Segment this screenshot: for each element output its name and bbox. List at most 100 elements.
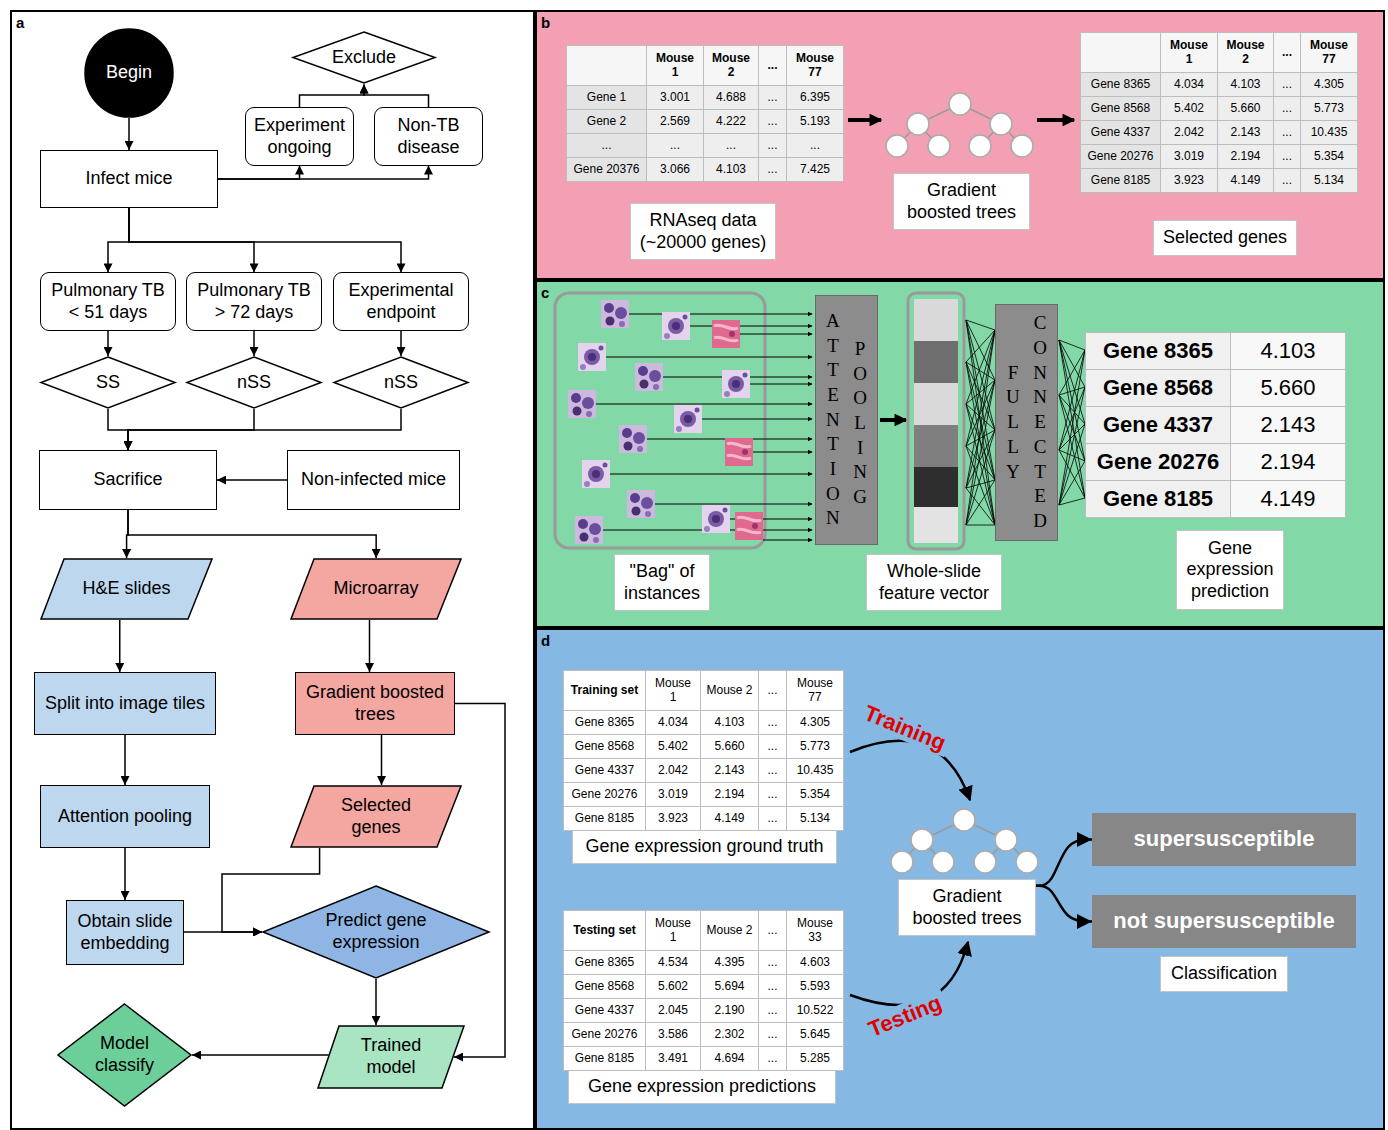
table-cell: 5.354: [1300, 144, 1358, 169]
tree-node: [932, 851, 954, 873]
panel-letter-holder: c: [541, 284, 549, 302]
panel-letter: a: [16, 14, 24, 32]
image-tile: [712, 320, 740, 348]
image-tiles: [568, 300, 763, 544]
text-holder: supersusceptible: [1093, 814, 1355, 865]
node-text: Experiment ongoing: [253, 115, 347, 158]
flow-connector: [218, 166, 300, 179]
tree-node: [1011, 135, 1033, 157]
node-text: Classification: [1167, 963, 1281, 985]
table-cell: 5.694: [700, 974, 759, 999]
table-cell: 5.402: [645, 734, 701, 759]
vertical-text: POOLING: [852, 337, 869, 510]
node-text: Gene expression predictions: [575, 1076, 829, 1098]
parallelogram-shape: [291, 786, 461, 847]
tree-node: [907, 113, 929, 135]
table-cell: Gene 1: [566, 85, 647, 110]
tile-arrows: [596, 314, 812, 540]
text-holder: Experiment ongoing: [246, 108, 353, 164]
text-block: Split into image tiles: [42, 693, 209, 715]
text-block: Experiment ongoing: [253, 115, 347, 158]
table-cell: ...: [758, 974, 787, 999]
flow-connector: [124, 735, 126, 785]
data-parallelogram: Microarray: [290, 558, 462, 620]
text-block: Pulmonary TB > 72 days: [194, 280, 315, 323]
text-block: Predict gene expression: [311, 910, 441, 953]
table-cell: 2.194: [700, 782, 759, 807]
text-block: Model classify: [83, 1033, 167, 1076]
tree-node: [911, 829, 933, 851]
text-holder: Gradient boosted trees: [894, 174, 1029, 229]
table-cell: ...: [758, 157, 787, 182]
node-text: Gradient boosted trees: [900, 180, 1023, 223]
text-block: Whole-slide feature vector: [873, 561, 995, 604]
text-holder: Gene expression prediction: [1177, 531, 1283, 609]
table-cell: ...: [1273, 144, 1301, 169]
flow-arrow: [1037, 118, 1074, 122]
table-cell: 5.773: [1300, 96, 1358, 121]
flow-arrow: [880, 418, 906, 422]
table-cell: 4.103: [1230, 332, 1346, 370]
table-cell: 5.660: [1217, 96, 1274, 121]
table-cell: Gene 4337: [563, 998, 646, 1023]
table-cell: 3.066: [646, 157, 704, 182]
caption-box: Selected genes: [1153, 220, 1297, 256]
image-tile: [725, 438, 753, 466]
table-cell: 3.923: [1160, 168, 1218, 193]
start-circle: Begin: [84, 28, 174, 118]
vector-outline: [908, 293, 964, 549]
caption-box: Gradient boosted trees: [893, 173, 1030, 230]
tree-node: [995, 829, 1017, 851]
caption-box: RNAseq data (~20000 genes): [630, 203, 776, 260]
table-cell: 2.302: [700, 1022, 759, 1047]
table-cell: ...: [758, 950, 787, 975]
image-tile: [662, 312, 690, 340]
node-text: Model classify: [83, 1033, 167, 1076]
table-cell: Gene 4337: [1080, 120, 1161, 145]
node-text: Attention pooling: [48, 806, 203, 828]
image-tile: [702, 505, 730, 533]
text-block: Non-infected mice: [295, 469, 453, 491]
table-cell: Gene 8365: [563, 950, 646, 975]
panel-letter-holder: d: [541, 632, 550, 650]
flow-connector: [217, 479, 287, 481]
table-cell: 2.143: [1230, 406, 1346, 444]
text-holder: Predict gene expression: [262, 885, 490, 979]
tile-arrow: [740, 334, 812, 335]
panel-letter: d: [541, 632, 550, 650]
image-tile: [578, 343, 606, 371]
class-box: not supersusceptible: [1092, 895, 1356, 948]
node-text: Split into image tiles: [42, 693, 209, 715]
node-text: Infect mice: [48, 168, 211, 190]
text-holder: Model classify: [57, 1003, 192, 1107]
flow-connector: [364, 85, 429, 108]
table-cell: Gene 8568: [563, 974, 646, 999]
figure-panel: BeginExcludeExperiment ongoingNon-TB dis…: [10, 10, 535, 1130]
text-holder: Attention pooling: [41, 786, 209, 847]
node-text: Gradient boosted trees: [303, 682, 448, 725]
table-cell: 3.019: [1160, 144, 1218, 169]
flow-connector: [128, 409, 401, 450]
table-cell: Gene 4337: [563, 758, 646, 783]
flow-connector: [1036, 886, 1092, 922]
table-cell: 5.193: [786, 109, 844, 134]
flow-connector: [119, 620, 121, 672]
flow-connector: [192, 1054, 329, 1056]
text-holder: nSS: [333, 356, 469, 409]
image-tile: [601, 300, 629, 328]
decision-diamond: Predict gene expression: [262, 885, 490, 979]
table-cell: ...: [646, 133, 704, 158]
tile-arrow: [750, 384, 812, 385]
table-cell: 4.694: [700, 1046, 759, 1071]
rounded-box: Experiment ongoing: [245, 107, 354, 165]
table-cell: 4.305: [786, 710, 844, 735]
curved-arrow: [850, 942, 968, 1005]
table-cell: ...: [1273, 32, 1301, 73]
text-block: Selected genes: [1160, 227, 1290, 249]
text-block: Gene expression ground truth: [579, 836, 830, 858]
table-cell: 2.190: [700, 998, 759, 1023]
text-block: Classification: [1167, 963, 1281, 985]
table-cell: Gene 8185: [563, 806, 646, 831]
table-cell: 4.222: [703, 109, 759, 134]
